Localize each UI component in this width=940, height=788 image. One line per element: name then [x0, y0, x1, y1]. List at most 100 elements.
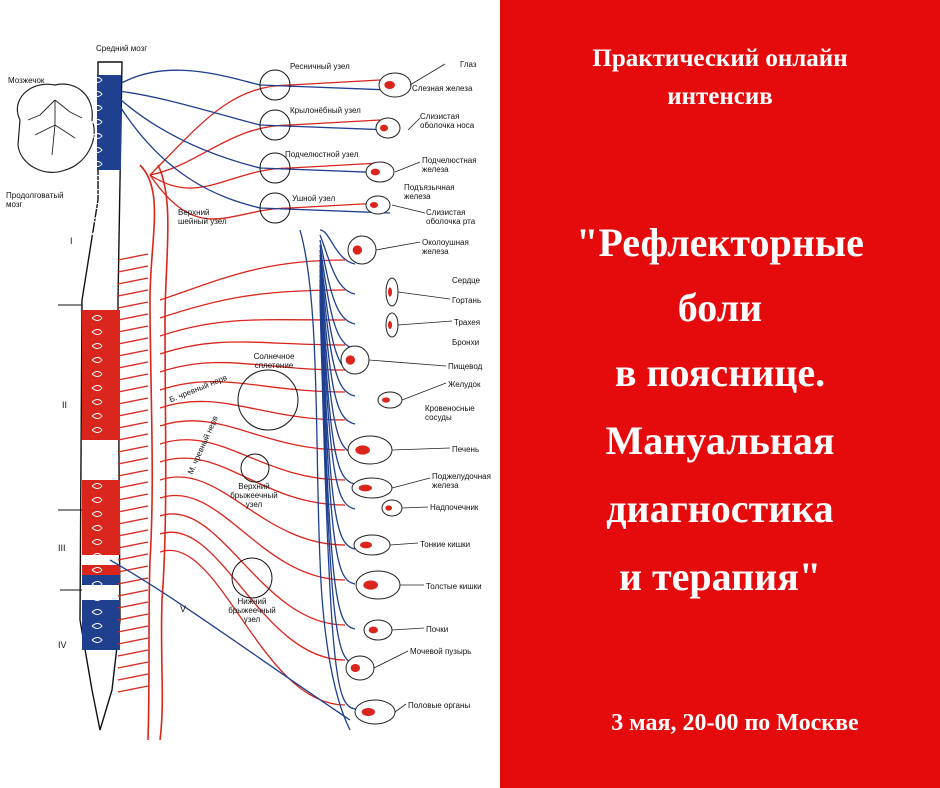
- event-date: 3 мая, 20-00 по Москве: [611, 710, 859, 736]
- sympathetic-fiber: [159, 531, 346, 661]
- spinal-root-loop: [91, 105, 103, 111]
- label-podzheludochnaya-zheleza: Поджелудочная железа: [432, 472, 491, 490]
- ramus-fiber: [117, 661, 149, 669]
- label-leader-line: [397, 291, 451, 300]
- label-leader-line: [391, 204, 426, 214]
- spinal-root-loop: [91, 371, 103, 377]
- organ-detail: [370, 168, 381, 176]
- spinal-root-loop: [91, 637, 103, 643]
- ramus-fiber: [117, 541, 149, 549]
- subtitle-line-1: Практический онлайн: [592, 45, 848, 72]
- parasympathetic-fiber: [319, 244, 356, 350]
- parasympathetic-fiber: [319, 299, 356, 710]
- spinal-root-loop: [91, 259, 103, 265]
- ramus-fiber: [117, 553, 149, 561]
- label-podyazychnaya-zheleza: Подъязычная железа: [404, 183, 455, 201]
- spinal-root-loop: [91, 385, 103, 391]
- label-pechen: Печень: [452, 445, 480, 454]
- ramus-fiber: [117, 409, 149, 417]
- roman-numeral-5: V: [180, 604, 187, 614]
- title-line-6: и терапия": [618, 554, 822, 599]
- sympathetic-fiber: [159, 494, 346, 581]
- label-verhnij-shejnyj-uzel: Верхний шейный узел: [178, 208, 227, 226]
- spinal-root-loop: [91, 623, 103, 629]
- organ-shape: [347, 435, 393, 465]
- label-leader-line: [409, 63, 446, 86]
- ramus-fiber: [117, 313, 149, 321]
- ramus-fiber: [117, 613, 149, 621]
- label-leader-line: [389, 542, 419, 546]
- label-resnichnyj-uzel: Ресничный узел: [290, 62, 350, 71]
- ramus-fiber: [117, 565, 149, 573]
- sympathetic-fiber: [159, 400, 346, 421]
- spinal-root-loop: [91, 133, 103, 139]
- label-mozzhechok: Мозжечок: [8, 76, 45, 85]
- label-sleznaya-zheleza: Слезная железа: [412, 84, 473, 93]
- promo-panel: Практический онлайн интенсив "Рефлекторн…: [500, 0, 940, 788]
- label-zheludok: Желудок: [448, 380, 481, 389]
- spinal-root-loop: [91, 469, 103, 475]
- title-line-5: диагностика: [606, 486, 834, 531]
- sympathetic-fiber: [159, 420, 346, 451]
- spinal-root-loop: [91, 581, 103, 587]
- label-krovenosnye-sosudy: Кровеносные сосуды: [425, 404, 475, 422]
- ramus-fiber: [117, 517, 149, 525]
- ramus-fiber: [117, 589, 149, 597]
- pelvic-nerve: [109, 559, 351, 721]
- label-leader-line: [391, 447, 451, 451]
- sympathetic-fiber: [159, 289, 346, 319]
- spinal-root-loop: [91, 455, 103, 461]
- spinal-root-loop: [91, 245, 103, 251]
- spinal-root-loop: [91, 77, 103, 83]
- ramus-fiber: [117, 421, 149, 429]
- ramus-fiber: [117, 253, 149, 261]
- spinal-root-loop: [91, 273, 103, 279]
- cerebellum-drawing: [16, 83, 95, 173]
- label-nizhnij-bryzheechnyj-uzel: Нижний брыжеечный узел: [228, 597, 276, 624]
- ramus-fiber: [117, 505, 149, 513]
- nervous-system-diagram: Средний мозг Мозжечок Продолговатый мозг…: [6, 44, 491, 741]
- spinal-root-loop: [91, 301, 103, 307]
- ramus-fiber: [117, 289, 149, 297]
- label-ushnoj-uzel: Ушной узел: [292, 194, 336, 203]
- spinal-root-loop: [91, 315, 103, 321]
- title-line-4: Мануальная: [605, 418, 835, 463]
- label-glaz: Глаз: [460, 60, 477, 69]
- label-pochki: Почки: [426, 625, 449, 634]
- spinal-root-loop: [91, 567, 103, 573]
- parasympathetic-fiber: [319, 254, 356, 397]
- organ-detail: [370, 202, 378, 208]
- spinal-root-loop: [91, 343, 103, 349]
- spinal-root-loop: [91, 147, 103, 153]
- ramus-fiber: [117, 637, 149, 645]
- ramus-fiber: [117, 625, 149, 633]
- label-leader-line: [368, 359, 447, 367]
- spinal-root-loop: [91, 217, 103, 223]
- organ-detail: [388, 321, 392, 329]
- organ-detail: [363, 580, 378, 590]
- parasympathetic-fiber: [109, 89, 391, 174]
- ramus-fiber: [117, 373, 149, 381]
- parasympathetic-fiber: [109, 89, 391, 214]
- spinal-root-loop: [91, 231, 103, 237]
- organ-shape: [355, 570, 401, 600]
- label-traheya: Трахея: [454, 318, 481, 327]
- label-polovye-organy: Половые органы: [408, 701, 471, 710]
- ramus-fiber: [117, 457, 149, 465]
- label-leader-line: [397, 320, 453, 326]
- label-leader-line: [401, 506, 429, 509]
- vagus-nerve: [299, 229, 351, 731]
- organ-detail: [382, 397, 390, 403]
- parasympathetic-fiber: [319, 239, 356, 325]
- label-tolstye-kishki: Толстые кишки: [426, 582, 482, 591]
- ramus-fiber: [117, 265, 149, 273]
- label-okoloushnaya-zheleza: Околоушная железа: [422, 238, 469, 256]
- diagram-illustration: [16, 61, 453, 741]
- label-leader-line: [401, 382, 447, 401]
- label-bronhi: Бронхи: [452, 338, 480, 347]
- label-tonkie-kishki: Тонкие кишки: [420, 540, 471, 549]
- ramus-fiber: [117, 349, 149, 357]
- sympathetic-fiber: [159, 341, 346, 355]
- label-leader-line: [375, 241, 421, 251]
- ramus-fiber: [117, 577, 149, 585]
